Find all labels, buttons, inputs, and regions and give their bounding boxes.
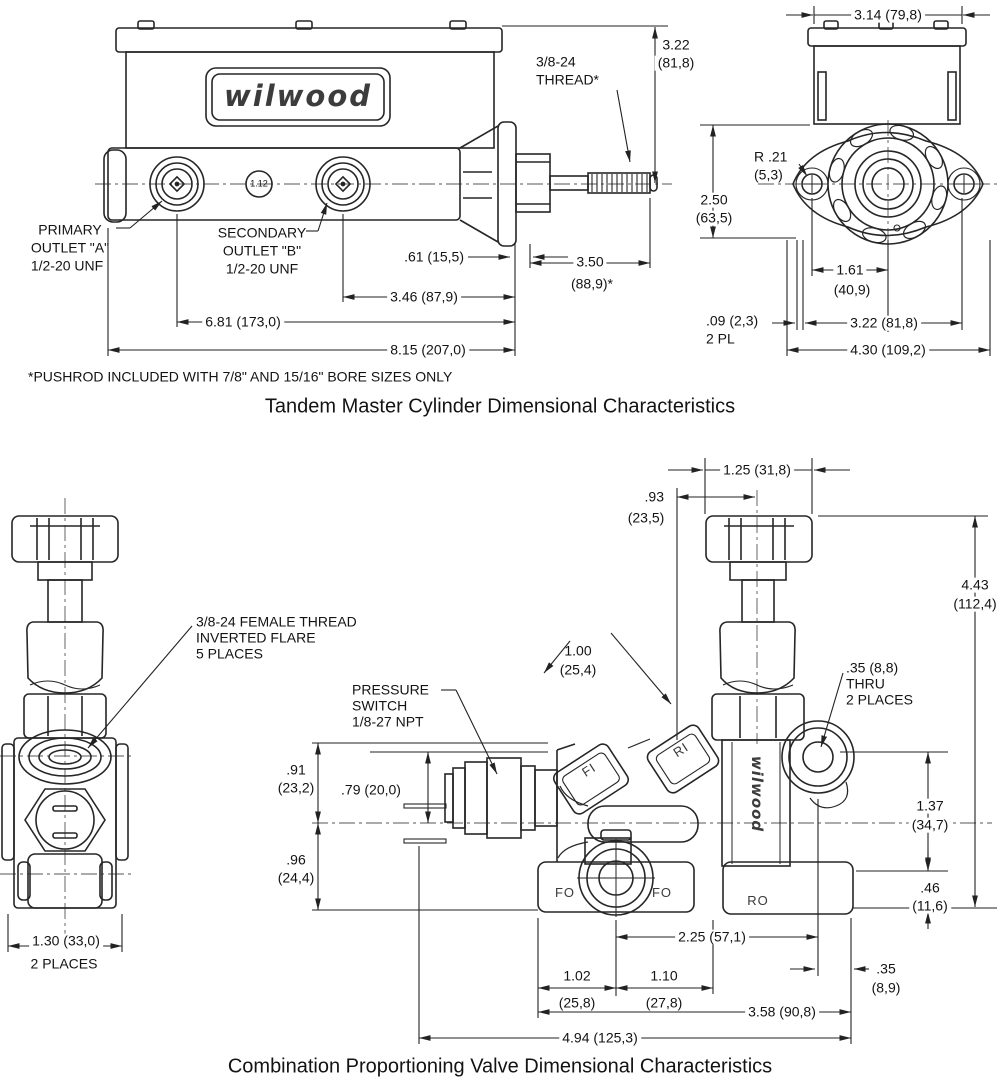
dim-slot-offset: .09 (2,3) (706, 312, 759, 329)
dim-edge-to-fo: 1.02 (563, 967, 591, 984)
dim-cl-down: .96 (286, 851, 306, 868)
dim-knob-offset: .93 (644, 488, 664, 505)
primary-outlet-port (149, 156, 205, 212)
dim-knob-width: 1.25 (31,8) (720, 462, 794, 478)
dim-fo-to-ro-mm: (27,8) (645, 994, 683, 1011)
secondary-outlet-label: SECONDARY (217, 224, 307, 241)
pressure-switch-label: PRESSURE (352, 681, 430, 698)
dim-thru-hole-2: THRU (846, 675, 885, 692)
prop-valve-end-dimensions (7, 625, 193, 952)
female-thread-label: 3/8-24 FEMALE THREAD (196, 613, 357, 630)
female-thread-label-3: 5 PLACES (196, 645, 263, 662)
port-label-fo2: FO (651, 885, 673, 901)
dim-edge-to-fo-mm: (25,8) (558, 994, 596, 1011)
dim-valve-overall-length: 4.94 (125,3) (559, 1030, 641, 1046)
master-cylinder-end-view (758, 20, 998, 260)
dim-valve-height: 4.43 (958, 577, 992, 593)
top-title: Tandem Master Cylinder Dimensional Chara… (264, 395, 736, 418)
dim-pushrod-length: 3.50 (573, 254, 607, 270)
dim-cl-up: .91 (286, 761, 306, 778)
dim-step-height: .46 (917, 880, 943, 896)
bottom-title: Combination Proportioning Valve Dimensio… (227, 1055, 773, 1078)
dim-fo-to-ro: 1.10 (650, 967, 678, 984)
dim-mount-height: 2.50 (697, 192, 731, 208)
dim-knob-offset-mm: (23,5) (627, 509, 665, 526)
pressure-switch-label-3: 1/8-27 NPT (352, 713, 424, 730)
secondary-outlet-label-2: OUTLET "B" (222, 242, 302, 259)
secondary-outlet-label-3: 1/2-20 UNF (225, 260, 299, 277)
dim-cl-to-bolt-mm: (40,9) (833, 281, 871, 298)
pressure-switch-label-2: SWITCH (352, 697, 408, 714)
dim-outlet-b-span: 3.46 (87,9) (387, 289, 461, 305)
dim-slot-radius: R .21 (754, 148, 788, 165)
master-cylinder-side-view (95, 20, 672, 247)
dim-port-spacing-mm: (25,4) (559, 661, 597, 678)
dim-slot-offset-2pl: 2 PL (706, 330, 735, 347)
mount-bolt-slots (795, 167, 981, 201)
wilwood-logo-side: wilwood (223, 78, 373, 113)
dim-mount-height-mm: (63,5) (692, 210, 736, 226)
female-thread-label-2: INVERTED FLARE (196, 629, 316, 646)
dim-flange-offset: .61 (15,5) (404, 248, 464, 265)
dim-slot-radius-mm: (5,3) (754, 166, 783, 183)
dim-cl-down-mm: (24,4) (277, 869, 315, 886)
dim-overall-length: 8.15 (207,0) (387, 342, 469, 358)
dim-switch-up: .79 (20,0) (341, 781, 401, 798)
dim-reservoir-width: 3.14 (79,8) (851, 7, 925, 23)
dim-thru-hole: .35 (8,8) (846, 659, 899, 676)
wilwood-logo-valve: wilwood (747, 755, 766, 833)
primary-outlet-label-3: 1/2-20 UNF (30, 257, 104, 274)
dim-outlet-a-span: 6.81 (173,0) (202, 314, 284, 330)
primary-outlet-label-2: OUTLET "A" (30, 239, 110, 256)
dim-valve-height-mm: (112,4) (950, 596, 1000, 612)
port-label-ro: RO (747, 893, 769, 909)
dim-flange-width: 4.30 (109,2) (847, 342, 929, 358)
end-view-dimensions (700, 6, 991, 356)
dim-overall-height-mm: (81,8) (654, 55, 698, 71)
thread-label-2: THREAD* (536, 71, 600, 88)
bore-marking: 1.12 (250, 178, 268, 189)
prop-valve-main-view (312, 490, 992, 917)
prop-valve-end-view (0, 498, 135, 935)
dim-bolt-span: 3.22 (81,8) (847, 315, 921, 331)
dim-block-length: 3.58 (90,8) (745, 1004, 819, 1020)
dim-cl-to-bolt: 1.61 (833, 262, 867, 278)
dim-cl-up-mm: (23,2) (277, 779, 315, 796)
dim-thru-hole-3: 2 PLACES (846, 691, 913, 708)
dim-overall-height: 3.22 (659, 37, 693, 53)
dim-hole-to-step: 1.37 (913, 798, 947, 814)
secondary-outlet-port (315, 156, 371, 212)
fi-port-pad (552, 743, 630, 815)
pushrod-footnote: *PUSHROD INCLUDED WITH 7/8" AND 15/16" B… (28, 368, 453, 385)
dim-pushrod-length-mm: (88,9)* (570, 275, 614, 292)
dim-end-width-places: 2 PLACES (30, 955, 98, 972)
dim-hole-to-edge: .35 (876, 960, 896, 977)
dim-port-spacing: 1.00 (564, 642, 592, 659)
ri-port-pad (646, 724, 720, 794)
port-label-fo1: FO (554, 885, 576, 901)
pressure-switch (403, 757, 558, 844)
dim-step-height-mm: (11,6) (909, 898, 951, 914)
prop-valve-dimensions (312, 458, 997, 1044)
dim-fo-to-hole: 2.25 (57,1) (675, 929, 749, 945)
primary-outlet-label: PRIMARY (38, 221, 102, 238)
bore-marking-circle (245, 170, 273, 198)
dim-hole-to-edge-mm: (8,9) (871, 979, 901, 996)
thread-label: 3/8-24 (536, 53, 576, 70)
dim-hole-to-step-mm: (34,7) (908, 817, 952, 833)
dim-end-width: 1.30 (33,0) (29, 933, 103, 949)
